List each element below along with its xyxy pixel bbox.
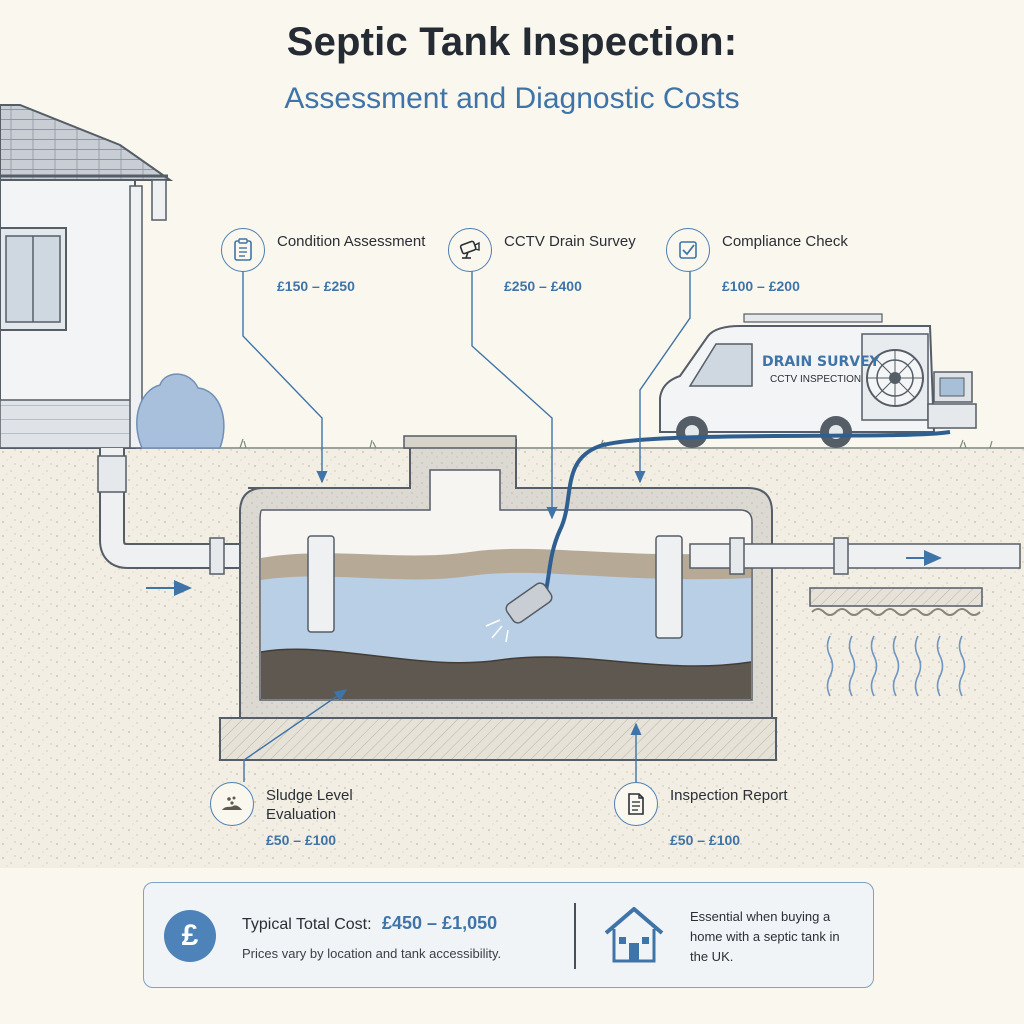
callout-cost: £250 – £400 (504, 278, 582, 294)
outlet-pipe (689, 537, 1021, 575)
base-slab (219, 717, 777, 761)
callout-label: Sludge Level Evaluation (266, 787, 353, 823)
cost-summary-panel: £ Typical Total Cost: £450 – £1,050 Pric… (143, 882, 874, 988)
house-icon (602, 903, 666, 972)
inlet-pipe (97, 448, 250, 575)
callout-cost: £50 – £100 (266, 832, 337, 848)
callout-cost: £50 – £100 (670, 832, 741, 848)
total-cost-line: Typical Total Cost: £450 – £1,050 (242, 913, 497, 934)
pound-icon: £ (164, 910, 216, 962)
clipboard-icon (221, 228, 265, 272)
page-subtitle: Assessment and Diagnostic Costs (284, 82, 740, 115)
callout-cost: £150 – £250 (277, 278, 355, 294)
drain-field (809, 587, 983, 697)
summary-divider (574, 903, 576, 969)
checkbox-icon (666, 228, 710, 272)
van-lettering-subtitle: CCTV INSPECTION (770, 374, 862, 385)
callout-label: CCTV Drain Survey (504, 233, 636, 250)
sludge-icon (210, 782, 254, 826)
van-lettering-title: DRAIN SURVEY (762, 354, 880, 370)
cctv-cable (485, 430, 951, 643)
total-cost-value: £450 – £1,050 (382, 913, 498, 933)
house (0, 104, 174, 449)
septic-tank (239, 435, 773, 719)
callout-cost: £100 – £200 (722, 278, 800, 294)
leader-lines (242, 270, 691, 782)
cctv-camera-icon (448, 228, 492, 272)
flow-arrows (146, 550, 942, 596)
total-cost-label: Typical Total Cost: (242, 916, 372, 933)
callout-label: Compliance Check (722, 233, 848, 250)
callout-label: Inspection Report (670, 787, 788, 804)
survey-van (659, 313, 977, 448)
document-icon (614, 782, 658, 826)
shrub (136, 373, 225, 449)
essential-note: Essential when buying a home with a sept… (690, 909, 840, 964)
callout-label: Condition Assessment (277, 233, 426, 250)
page-title: Septic Tank Inspection: (286, 20, 738, 64)
price-note: Prices vary by location and tank accessi… (242, 946, 502, 961)
